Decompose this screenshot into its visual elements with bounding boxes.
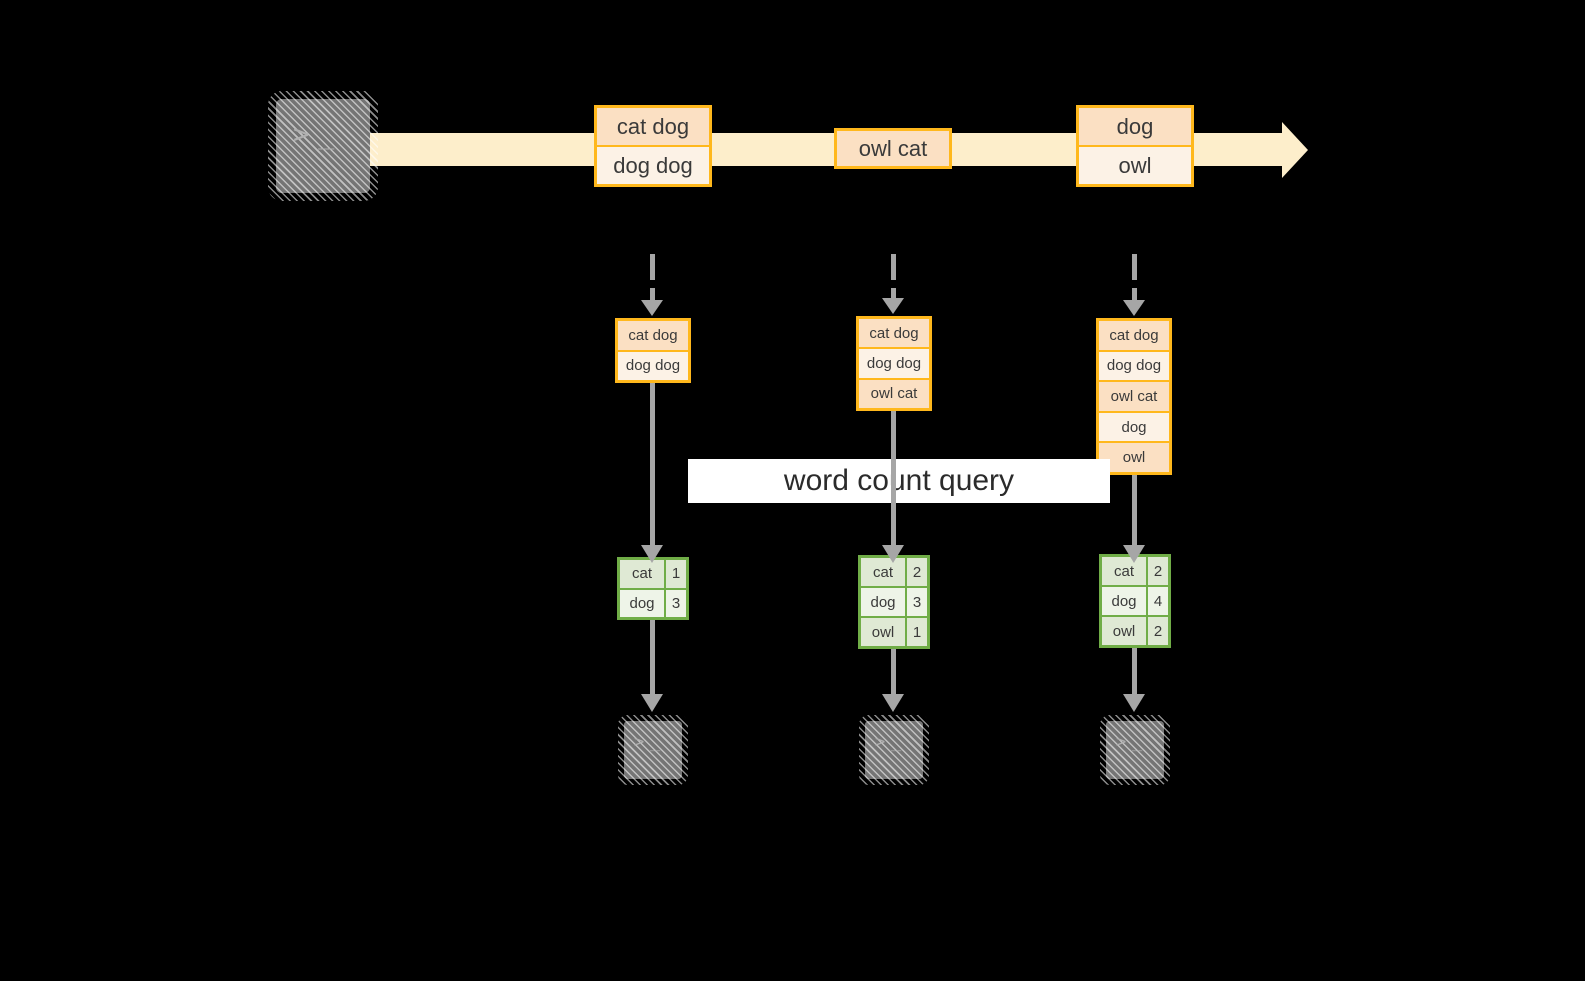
snapshot-2-row: cat dog — [859, 319, 929, 348]
result-table-1-row: cat 1 — [620, 560, 686, 588]
result-table-1-row: dog 3 — [620, 587, 686, 617]
connector-stream-to-snapshot-3 — [1132, 254, 1137, 280]
sink-terminal-icon-2[interactable]: > _ — [859, 715, 929, 785]
connector-result-1-to-sink-1 — [650, 620, 655, 700]
result-count-cell: 1 — [664, 560, 686, 588]
connector-result-2-to-sink-2-arrowhead — [882, 694, 904, 712]
stream-group-2: owl cat — [834, 128, 952, 169]
result-word-cell: owl — [861, 618, 905, 646]
word-count-query-label: word count query — [783, 464, 1015, 497]
terminal-prompt-glyph: > — [1116, 732, 1127, 752]
connector-stream-to-snapshot-2-arrowhead — [882, 298, 904, 314]
result-word-cell: dog — [861, 588, 905, 616]
connector-stream-to-snapshot-1 — [650, 254, 655, 280]
stream-group-3: dog owl — [1076, 105, 1194, 187]
stream-group-1-row: cat dog — [597, 108, 709, 145]
snapshot-1-row: dog dog — [618, 349, 688, 380]
terminal-prompt-glyph: > — [875, 732, 886, 752]
connector-result-3-to-sink-3-arrowhead — [1123, 694, 1145, 712]
result-table-2: cat 2 dog 3 owl 1 — [858, 555, 930, 649]
result-count-cell: 1 — [905, 618, 927, 646]
stream-group-3-row: owl — [1079, 145, 1191, 184]
connector-stream-to-snapshot-3-b — [1132, 288, 1137, 302]
sink-terminal-icon-3[interactable]: > _ — [1100, 715, 1170, 785]
connector-snapshot-1-to-result-1 — [650, 383, 655, 551]
result-table-1: cat 1 dog 3 — [617, 557, 689, 620]
stream-group-3-row: dog — [1079, 108, 1191, 145]
result-word-cell: dog — [1102, 587, 1146, 615]
snapshot-3: cat dog dog dog owl cat dog owl — [1096, 318, 1172, 475]
word-count-query-banner: word count query — [688, 459, 1110, 503]
result-word-cell: owl — [1102, 617, 1146, 645]
connector-result-3-to-sink-3 — [1132, 648, 1137, 700]
terminal-cursor-glyph: _ — [318, 119, 335, 150]
stream-arrowhead — [1282, 122, 1308, 178]
snapshot-3-row: owl cat — [1099, 380, 1169, 411]
result-word-cell: dog — [620, 589, 664, 617]
connector-snapshot-1-to-result-1-arrowhead — [641, 545, 663, 563]
connector-snapshot-2-to-result-2 — [891, 411, 896, 551]
connector-snapshot-3-to-result-3 — [1132, 475, 1137, 551]
snapshot-3-row: dog dog — [1099, 349, 1169, 381]
result-count-cell: 3 — [664, 589, 686, 617]
connector-stream-to-snapshot-1-b — [650, 288, 655, 302]
connector-stream-to-snapshot-1-arrowhead — [641, 300, 663, 316]
stream-group-1-row: dog dog — [597, 145, 709, 184]
stream-group-2-row: owl cat — [837, 131, 949, 166]
result-count-cell: 2 — [1146, 557, 1168, 585]
result-table-3-row: owl 2 — [1102, 615, 1168, 645]
snapshot-2-row: owl cat — [859, 377, 929, 408]
connector-snapshot-2-to-result-2-arrowhead — [882, 545, 904, 563]
result-count-cell: 3 — [905, 588, 927, 616]
terminal-prompt-glyph: > — [293, 119, 310, 150]
result-count-cell: 4 — [1146, 587, 1168, 615]
result-count-cell: 2 — [905, 558, 927, 586]
stream-group-1: cat dog dog dog — [594, 105, 712, 187]
result-table-2-row: owl 1 — [861, 616, 927, 646]
connector-stream-to-snapshot-3-arrowhead — [1123, 300, 1145, 316]
sink-terminal-icon-1[interactable]: > _ — [618, 715, 688, 785]
result-count-cell: 2 — [1146, 617, 1168, 645]
result-table-3: cat 2 dog 4 owl 2 — [1099, 554, 1171, 648]
connector-stream-to-snapshot-2 — [891, 254, 896, 280]
terminal-prompt-glyph: > — [634, 732, 645, 752]
source-terminal-icon[interactable]: > _ — [268, 91, 378, 201]
result-word-cell: cat — [620, 560, 664, 588]
terminal-cursor-glyph: _ — [1132, 732, 1143, 752]
result-table-3-row: dog 4 — [1102, 585, 1168, 615]
snapshot-1: cat dog dog dog — [615, 318, 691, 383]
terminal-cursor-glyph: _ — [891, 732, 902, 752]
connector-result-2-to-sink-2 — [891, 649, 896, 700]
snapshot-2: cat dog dog dog owl cat — [856, 316, 932, 411]
snapshot-3-row: owl — [1099, 441, 1169, 472]
terminal-cursor-glyph: _ — [650, 732, 661, 752]
result-table-2-row: dog 3 — [861, 586, 927, 616]
snapshot-3-row: cat dog — [1099, 321, 1169, 350]
snapshot-3-row: dog — [1099, 410, 1169, 442]
snapshot-1-row: cat dog — [618, 321, 688, 350]
connector-snapshot-3-to-result-3-arrowhead — [1123, 545, 1145, 563]
connector-result-1-to-sink-1-arrowhead — [641, 694, 663, 712]
connector-stream-to-snapshot-2-b — [891, 288, 896, 300]
snapshot-2-row: dog dog — [859, 347, 929, 378]
